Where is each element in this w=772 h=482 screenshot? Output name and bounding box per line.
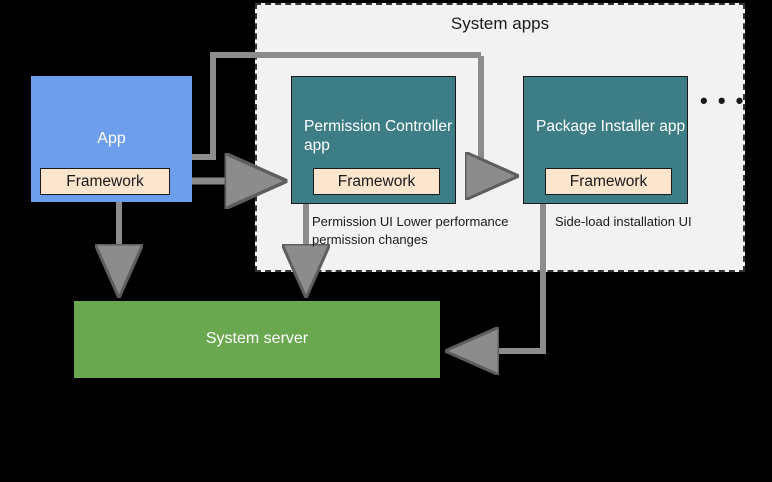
node-permission-controller-label: Permission Controller app: [304, 118, 453, 154]
node-package-installer-framework[interactable]: Framework: [545, 168, 672, 195]
node-system-server-label: System server: [205, 330, 309, 347]
more-apps-ellipsis-icon: • • •: [700, 88, 746, 113]
permission-controller-caption: Permission UI Lower performance permissi…: [312, 214, 509, 247]
node-app-framework[interactable]: Framework: [40, 168, 170, 195]
node-package-installer-label: Package Installer app: [536, 118, 686, 135]
system-apps-title: System apps: [450, 14, 550, 33]
node-app-label: App: [97, 130, 126, 147]
node-permission-controller-app[interactable]: Permission Controller app Framework: [291, 76, 456, 204]
package-installer-caption: Side-load installation UI: [555, 214, 692, 229]
node-package-installer-app[interactable]: Package Installer app Framework: [523, 76, 688, 204]
node-permission-controller-framework[interactable]: Framework: [313, 168, 440, 195]
node-system-server[interactable]: [74, 301, 440, 378]
